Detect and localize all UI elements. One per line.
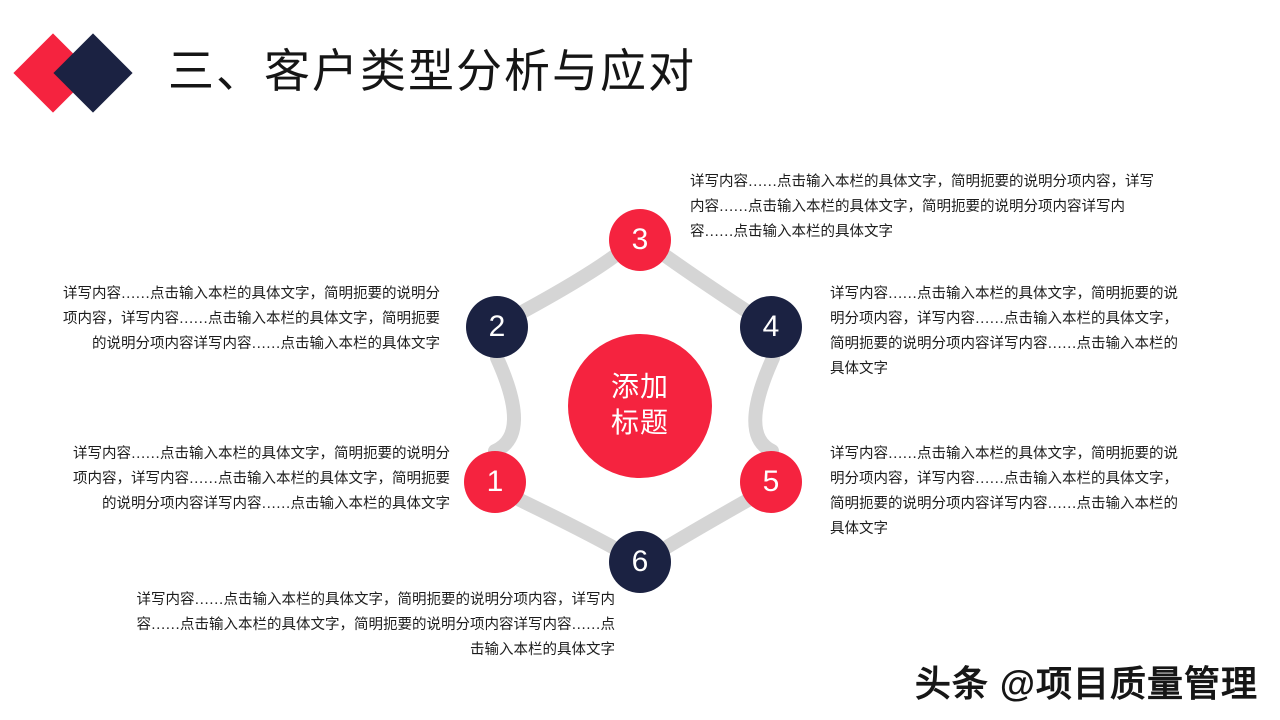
arc-2-3 <box>517 245 627 318</box>
node-number-3: 3 <box>631 223 649 256</box>
slide-header: 三、客户类型分析与应对 <box>0 0 1280 140</box>
arc-2-1 <box>488 351 521 458</box>
node-number-1: 1 <box>486 465 504 498</box>
diagram-node-5[interactable]: 5 <box>740 451 802 513</box>
node-number-6: 6 <box>631 545 649 578</box>
diagram-node-2[interactable]: 2 <box>466 296 528 358</box>
footer-watermark: 头条 @项目质量管理 <box>914 663 1258 704</box>
diagram-node-6[interactable]: 6 <box>609 531 671 593</box>
logo-diamond-mark <box>13 18 150 128</box>
diagram-node-3[interactable]: 3 <box>609 209 671 271</box>
arc-4-5 <box>748 351 780 458</box>
blurb-text-5: 详写内容……点击输入本栏的具体文字，简明扼要的说明分项内容，详写内容……点击输入… <box>830 446 1178 537</box>
node-number-4: 4 <box>762 310 780 343</box>
center-title-line-2: 标题 <box>610 408 669 439</box>
diagram-node-1[interactable]: 1 <box>464 451 526 513</box>
blurb-text-2: 详写内容……点击输入本栏的具体文字，简明扼要的说明分项内容，详写内容……点击输入… <box>63 286 440 352</box>
ring-connector-graphic <box>488 245 780 557</box>
blurb-text-4: 详写内容……点击输入本栏的具体文字，简明扼要的说明分项内容，详写内容……点击输入… <box>830 286 1178 377</box>
page-title: 三、客户类型分析与应对 <box>168 46 696 97</box>
center-title-line-1: 添加 <box>610 372 669 403</box>
blurb-text-6: 详写内容……点击输入本栏的具体文字，简明扼要的说明分项内容，详写内容……点击输入… <box>136 592 616 658</box>
node-number-2: 2 <box>488 310 506 343</box>
diagram-center-circle[interactable]: 添加 标题 <box>568 334 712 478</box>
node-number-5: 5 <box>762 465 780 498</box>
arc-6-1 <box>513 493 625 557</box>
hexagon-cycle-diagram: 1 2 3 4 5 6 添加 标题 <box>440 190 840 610</box>
diagram-node-4[interactable]: 4 <box>740 296 802 358</box>
blurb-text-3: 详写内容……点击输入本栏的具体文字，简明扼要的说明分项内容，详写内容……点击输入… <box>690 174 1154 240</box>
arc-5-6 <box>655 493 755 557</box>
arc-3-4 <box>653 245 752 317</box>
blurb-text-1: 详写内容……点击输入本栏的具体文字，简明扼要的说明分项内容，详写内容……点击输入… <box>73 446 450 512</box>
